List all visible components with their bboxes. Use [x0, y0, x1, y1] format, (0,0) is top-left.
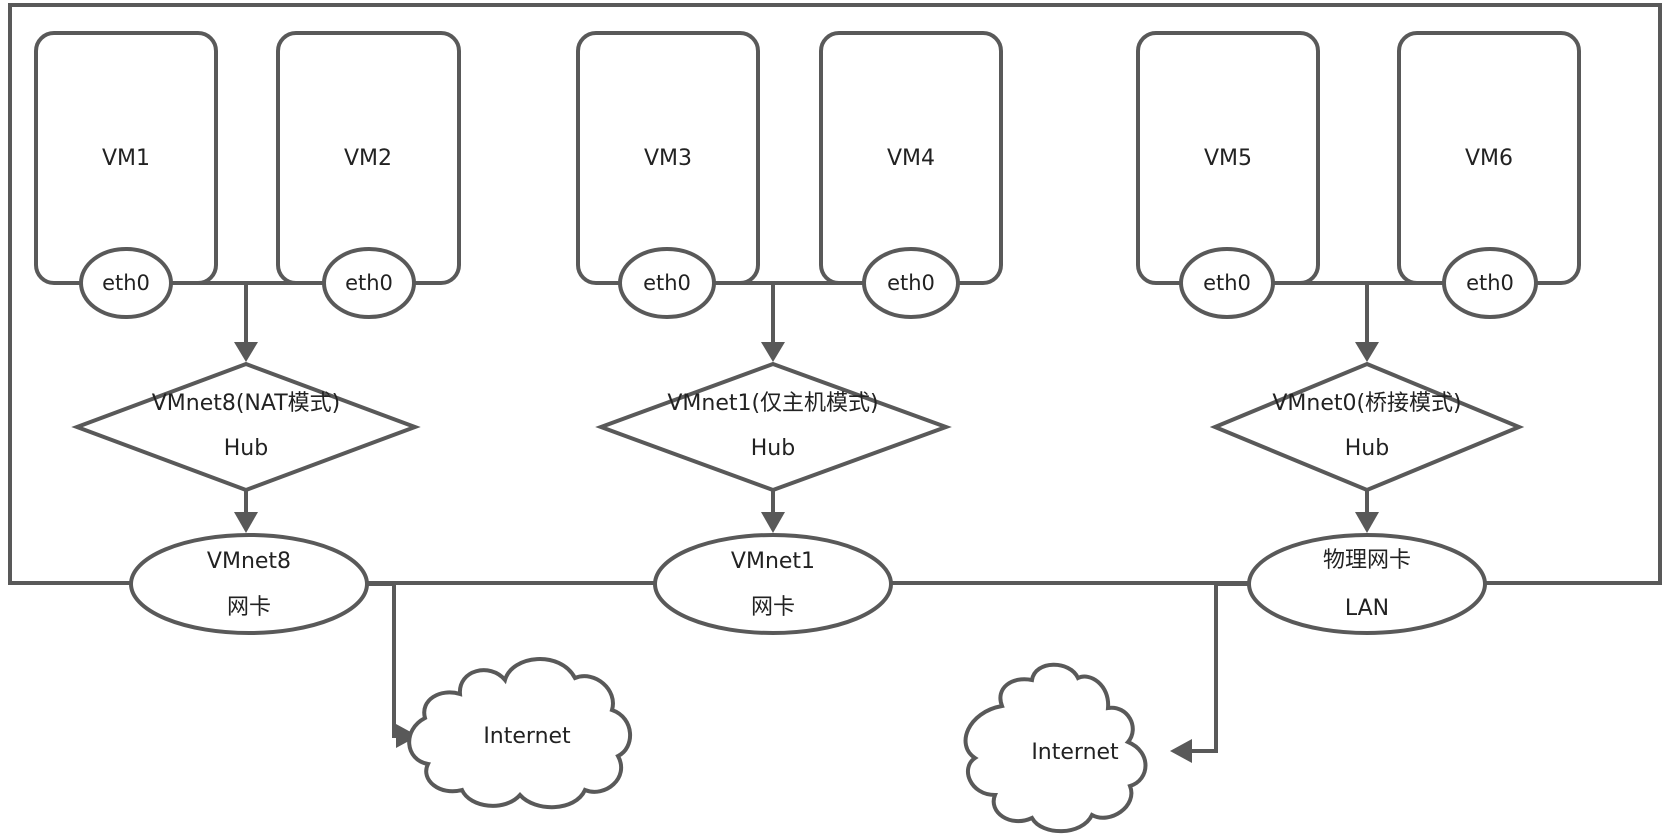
nic-label: eth0: [1466, 271, 1514, 295]
internet-cloud[interactable]: Internet: [407, 657, 633, 810]
adapter-type: LAN: [1345, 596, 1389, 621]
hub-diamond[interactable]: [595, 361, 952, 493]
vm-label: VM2: [344, 146, 392, 171]
nic-ellipse[interactable]: [862, 247, 960, 319]
arrow-left-icon: [1170, 739, 1192, 763]
group-nat: VM1 VM2 eth0 eth0 VMnet8(NAT模式) Hub VMne…: [34, 31, 461, 635]
adapter-name: VMnet1: [731, 549, 815, 574]
cloud-icon: [963, 662, 1148, 834]
nic-ellipse[interactable]: [618, 247, 716, 319]
arrow-down-icon: [1355, 342, 1379, 362]
nic-ellipse[interactable]: [1442, 247, 1538, 319]
arrow-right-icon: [396, 724, 418, 748]
nic-ellipse[interactable]: [79, 247, 173, 319]
cloud-label: Internet: [1031, 740, 1119, 765]
arrow-down-icon: [1355, 512, 1379, 533]
cloud-icon: [407, 657, 633, 810]
hub-label: Hub: [1345, 436, 1389, 461]
arrow-down-icon: [761, 512, 785, 533]
nat-to-internet-connector: [367, 582, 400, 738]
internet-cloud[interactable]: Internet: [963, 662, 1148, 834]
adapter-name: 物理网卡: [1323, 548, 1411, 573]
hub-mode-label: VMnet8(NAT模式): [152, 391, 341, 416]
nic-label: eth0: [102, 271, 150, 295]
adapter-type: 网卡: [751, 595, 795, 620]
hub-label: Hub: [751, 436, 795, 461]
hub-diamond[interactable]: [71, 361, 421, 493]
arrow-down-icon: [234, 512, 258, 533]
hub-label: Hub: [224, 436, 268, 461]
vm-label: VM5: [1204, 146, 1252, 171]
group-host-only: VM3 VM4 eth0 eth0 VMnet1(仅主机模式) Hub VMne…: [576, 31, 1003, 635]
vm-label: VM6: [1465, 146, 1513, 171]
arrow-down-icon: [234, 342, 258, 362]
arrow-down-icon: [761, 342, 785, 362]
nic-label: eth0: [1203, 271, 1251, 295]
nic-label: eth0: [345, 271, 393, 295]
hub-mode-label: VMnet1(仅主机模式): [667, 391, 878, 416]
vm-label: VM3: [644, 146, 692, 171]
hub-mode-label: VMnet0(桥接模式): [1272, 391, 1461, 416]
bridged-to-internet-connector: [1190, 582, 1249, 753]
cloud-label: Internet: [483, 724, 571, 749]
vm-label: VM1: [102, 146, 150, 171]
nic-ellipse[interactable]: [1179, 247, 1275, 319]
hub-diamond[interactable]: [1209, 361, 1525, 493]
adapter-type: 网卡: [227, 595, 271, 620]
vm-label: VM4: [887, 146, 935, 171]
group-bridged: VM5 VM6 eth0 eth0 VMnet0(桥接模式) Hub 物理网卡 …: [1136, 31, 1581, 635]
nic-label: eth0: [887, 271, 935, 295]
nic-ellipse[interactable]: [322, 247, 416, 319]
adapter-ellipse[interactable]: [653, 533, 893, 635]
nic-label: eth0: [643, 271, 691, 295]
adapter-name: VMnet8: [207, 549, 291, 574]
